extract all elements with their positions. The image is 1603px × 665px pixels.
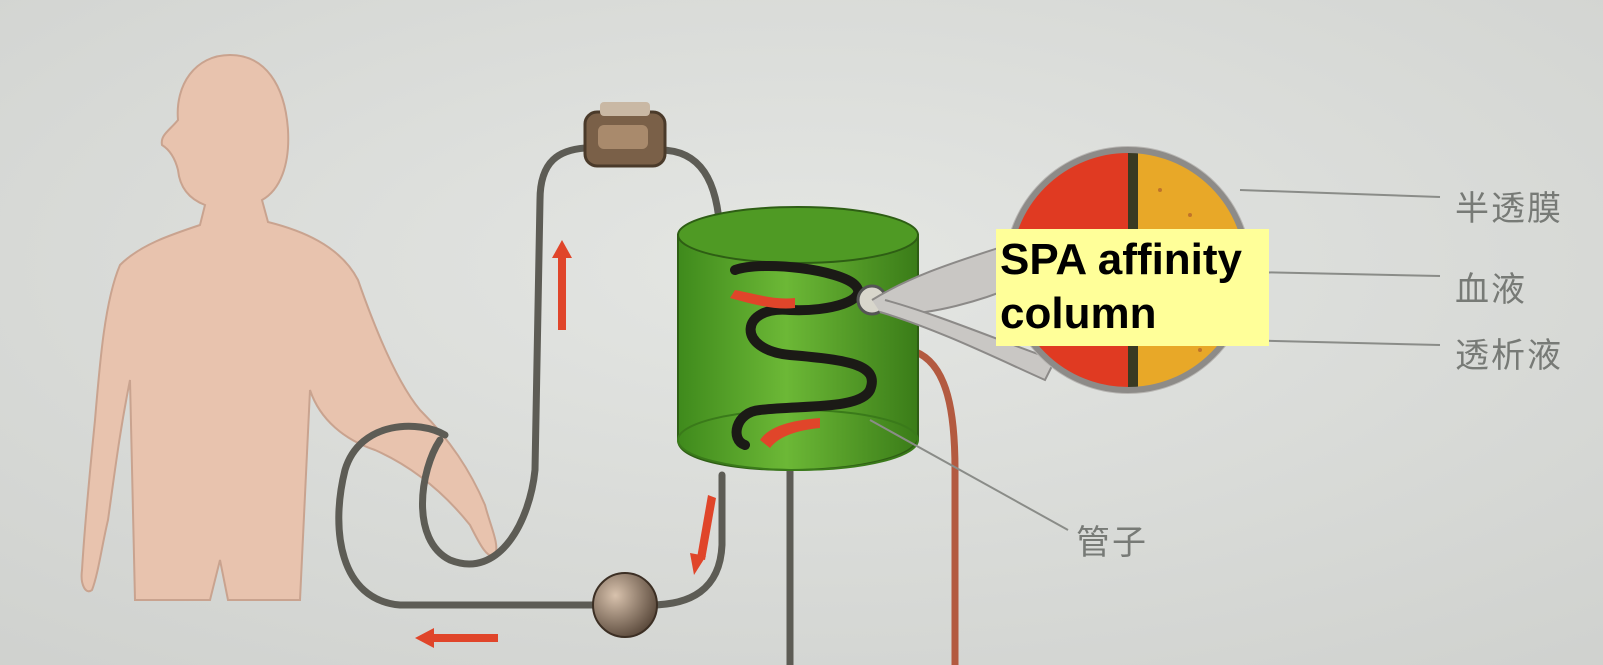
drip-chamber (583, 102, 667, 168)
spa-affinity-column-callout: SPA affinity column (996, 229, 1269, 346)
label-tube: 管子 (1076, 523, 1148, 563)
human-figure (80, 53, 498, 601)
callout-line-1: SPA affinity (1000, 235, 1243, 284)
blood-tubing (335, 144, 794, 665)
callout-connector-lower (879, 299, 1057, 382)
pump (592, 572, 658, 638)
coiled-tube (730, 261, 877, 450)
dialysate-outlet-tube (908, 346, 959, 665)
label-dialysate: 透析液 (1455, 336, 1563, 376)
label-semipermeable-membrane: 半透膜 (1455, 189, 1563, 229)
callout-line-2: column (1000, 289, 1157, 338)
label-blood: 血液 (1455, 270, 1527, 310)
flow-arrows (415, 240, 820, 648)
leader-lines (869, 189, 1441, 531)
